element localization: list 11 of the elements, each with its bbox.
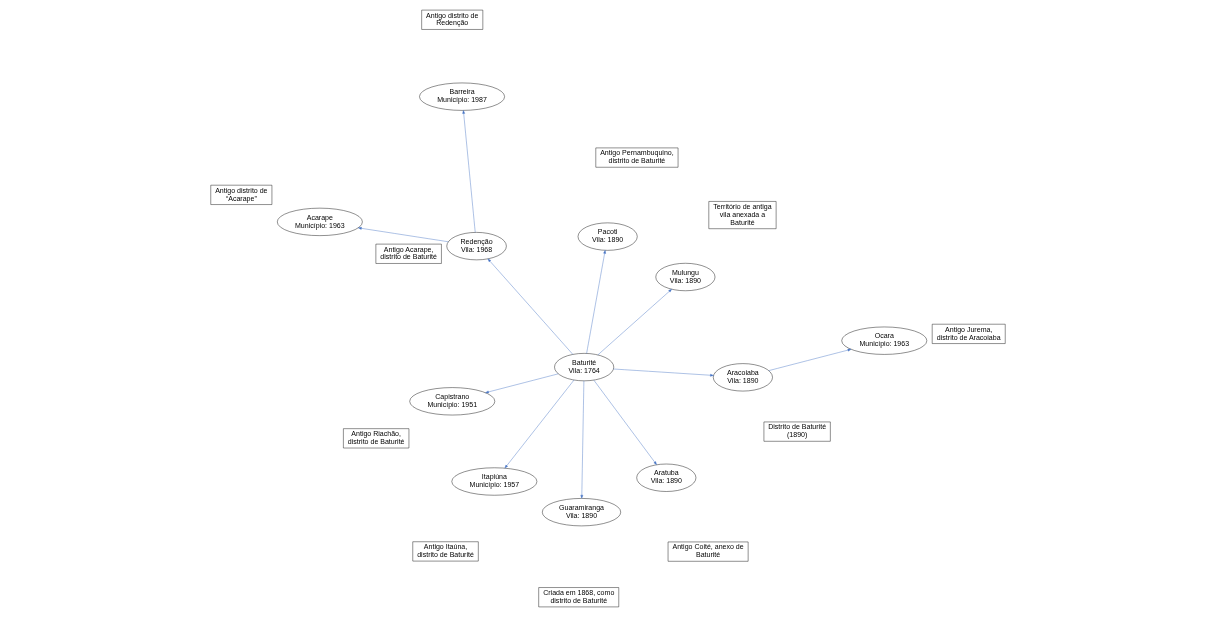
arrow [357,227,448,242]
arrow [487,258,573,355]
arrow [580,380,584,499]
arrow [612,368,714,377]
arrow [768,348,851,371]
arrow [585,250,606,354]
arrow [597,289,672,356]
arrow [593,380,657,465]
arrow [504,379,574,469]
arrow [484,373,558,394]
arrow [461,110,475,233]
